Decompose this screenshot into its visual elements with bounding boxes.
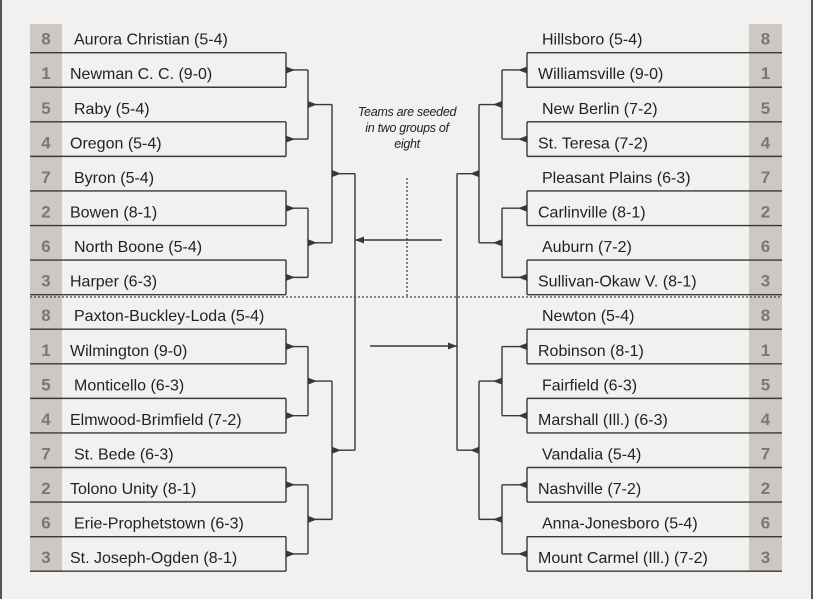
team-name: Erie-Prophetstown (6-3) [74,516,244,533]
seed-number: 4 [761,133,771,152]
seed-number: 3 [761,548,770,567]
team-name: Marshall (Ill.) (6-3) [538,412,668,429]
seed-number: 7 [761,168,770,187]
arrow-icon [493,101,502,109]
seed-number: 4 [761,410,771,429]
seed-number: 2 [41,203,50,222]
arrow-icon [448,342,457,350]
arrow-icon [332,446,341,454]
team-name: Hillsboro (5-4) [542,32,642,49]
team-name: Sullivan-Okaw V. (8-1) [538,274,697,291]
seeding-note: Teams are seeded in two groups of eight [357,105,457,151]
arrow-icon [286,204,295,212]
team-name: New Berlin (7-2) [542,101,658,118]
arrow-icon [286,343,295,351]
arrow-icon [355,236,364,244]
team-name: Mount Carmel (Ill.) (7-2) [538,550,708,567]
team-name: St. Bede (6-3) [74,447,174,464]
seed-number: 7 [41,445,50,464]
seed-number: 2 [41,479,50,498]
arrow-icon [286,412,295,420]
team-name: Elmwood-Brimfield (7-2) [70,412,242,429]
team-name: Raby (5-4) [74,101,150,118]
team-name: Oregon (5-4) [70,135,162,152]
arrow-icon [518,550,527,558]
seed-number: 2 [761,203,770,222]
team-name: Monticello (6-3) [74,377,184,394]
team-name: Paxton-Buckley-Loda (5-4) [74,308,264,325]
arrow-icon [308,515,317,523]
seed-number: 6 [761,237,770,256]
team-name: Anna-Jonesboro (5-4) [542,516,698,533]
seed-number: 1 [761,341,770,360]
seed-number: 5 [41,375,50,394]
arrow-icon [518,343,527,351]
team-name: Byron (5-4) [74,170,154,187]
seed-number: 8 [761,30,770,49]
seed-number: 1 [41,341,50,360]
seed-number: 8 [761,306,770,325]
seed-number: 5 [761,375,770,394]
arrow-icon [518,66,527,74]
arrow-icon [493,515,502,523]
seed-number: 6 [41,514,50,533]
seed-number: 5 [41,99,50,118]
right-border [811,0,813,599]
seed-number: 8 [41,30,50,49]
seed-number: 3 [761,272,770,291]
seed-number: 3 [41,548,50,567]
seed-number: 4 [41,410,51,429]
arrow-icon [308,239,317,247]
arrow-icon [286,66,295,74]
seed-number: 2 [761,479,770,498]
team-name: Williamsville (9-0) [538,66,663,83]
team-name: Auburn (7-2) [542,239,632,256]
arrow-icon [286,481,295,489]
seed-number: 7 [761,445,770,464]
arrow-icon [308,377,317,385]
seed-number: 7 [41,168,50,187]
arrow-icon [518,204,527,212]
seed-number: 1 [41,64,50,83]
team-name: Aurora Christian (5-4) [74,32,228,49]
team-name: Newman C. C. (9-0) [70,66,212,83]
seed-number: 1 [761,64,770,83]
team-name: St. Joseph-Ogden (8-1) [70,550,237,567]
arrow-icon [518,135,527,143]
left-border [0,0,2,599]
arrow-icon [332,170,341,178]
team-name: Pleasant Plains (6-3) [542,170,691,187]
team-name: North Boone (5-4) [74,239,202,256]
seed-number: 5 [761,99,770,118]
team-name: Newton (5-4) [542,308,634,325]
arrow-icon [308,101,317,109]
arrow-icon [286,135,295,143]
team-name: Fairfield (6-3) [542,377,637,394]
team-name: Wilmington (9-0) [70,343,187,360]
seed-number: 8 [41,306,50,325]
arrow-icon [518,481,527,489]
team-name: Vandalia (5-4) [542,447,641,464]
seed-number: 3 [41,272,50,291]
team-name: Bowen (8-1) [70,205,157,222]
seed-number: 6 [761,514,770,533]
team-name: Harper (6-3) [70,274,157,291]
team-name: St. Teresa (7-2) [538,135,648,152]
team-name: Robinson (8-1) [538,343,644,360]
arrow-icon [493,377,502,385]
seed-number: 6 [41,237,50,256]
team-name: Carlinville (8-1) [538,205,646,222]
seed-number: 4 [41,133,51,152]
arrow-icon [470,446,479,454]
arrow-icon [286,550,295,558]
arrow-icon [518,412,527,420]
arrow-icon [493,239,502,247]
arrow-icon [286,273,295,281]
team-name: Tolono Unity (8-1) [70,481,196,498]
arrow-icon [470,170,479,178]
arrow-icon [518,273,527,281]
team-name: Nashville (7-2) [538,481,641,498]
